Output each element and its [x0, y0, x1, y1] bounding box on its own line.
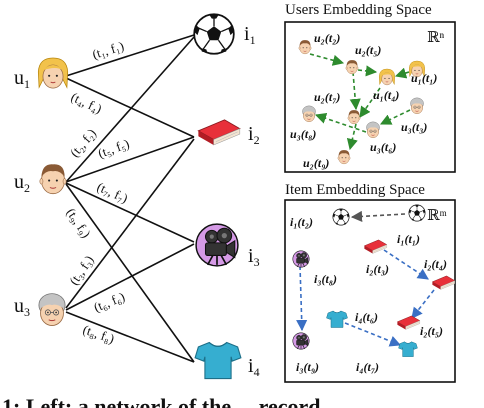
item-label-i4: i4 [248, 355, 260, 379]
u1-t4-avatar-icon [378, 68, 396, 86]
edge-u1-i1 [65, 34, 195, 77]
label-u2-t7: u₂(t₇) [314, 90, 340, 104]
edge-label-u3-i3: (t₆, f₆) [92, 289, 127, 315]
edge-u3-i4 [65, 311, 195, 363]
item-label-i2: i2 [248, 123, 260, 147]
label-u1-t1: u₁(t₁) [411, 71, 437, 85]
user-label-u1: u1 [14, 67, 30, 91]
edge-u2-i4 [65, 183, 195, 363]
label-u2-t2: u₂(t₂) [314, 31, 340, 45]
soccer-ball-icon [193, 13, 235, 55]
label-i2-t4: i₂(t₄) [424, 257, 447, 271]
edge-label-u2-i1: (t₂, f₂) [67, 126, 99, 160]
u2-t2-avatar-icon [298, 39, 312, 55]
item-embedding-space: Item Embedding Space ℝᵐ i₁(t₂) i₁(t₁) i₂… [284, 182, 456, 383]
i4-t7-shirt-icon [398, 341, 418, 357]
users-space-rn-label: ℝⁿ [427, 30, 444, 46]
edge-label-u3-i2: (t₃, f₃) [66, 253, 96, 288]
i1-t2-ball-icon [332, 208, 350, 226]
u3-t8-avatar-icon [302, 105, 316, 123]
graph-edges [65, 34, 195, 363]
edge-label-u2-i2: (t₅, f₅) [96, 136, 131, 161]
label-i2-t5: i₂(t₅) [420, 324, 443, 338]
label-i3-t8: i₃(t₈) [314, 272, 337, 286]
item-label-i1: i1 [244, 23, 256, 47]
label-u3-t8: u₃(t₈) [290, 127, 316, 141]
label-u2-t5: u₂(t₅) [355, 43, 381, 57]
u2-t5-avatar-icon [345, 59, 359, 75]
user-trajectories [309, 53, 411, 151]
item-space-rm-label: ℝᵐ [427, 208, 447, 224]
i2-t5-book-icon [397, 315, 421, 330]
t-shirt-icon [194, 341, 242, 380]
edge-u2-i2 [65, 136, 195, 183]
figure-caption: 1: Left: a network of the ... record [2, 394, 321, 408]
label-i4-t7: i₄(t₇) [356, 360, 379, 374]
i4-t6-shirt-icon [326, 310, 348, 328]
edge-u2-i3 [65, 182, 195, 243]
label-u3-t3: u₃(t₃) [401, 120, 427, 134]
user-label-u2: u2 [14, 171, 30, 195]
edge-label-u2-i3: (t₇, f₇) [95, 179, 130, 206]
movie-camera-icon [195, 223, 239, 267]
left-interaction-graph: u1 u2 u3 i1 i2 i3 i4 (t₁, f [14, 13, 260, 380]
label-u3-t6: u₃(t₆) [370, 140, 396, 154]
users-space-frame [284, 21, 456, 173]
users-space-labels: u₂(t₂) u₂(t₅) u₁(t₁) u₂(t₇) u₁(t₄) u₃(t₃… [290, 31, 437, 170]
label-u2-t9: u₂(t₉) [303, 156, 329, 170]
i1-t1-ball-icon [408, 204, 426, 222]
user-label-u3: u3 [14, 295, 30, 319]
users-space-title: Users Embedding Space [285, 2, 432, 18]
i2-t3-book-icon [364, 239, 388, 254]
u2-t9-avatar-icon [337, 149, 351, 165]
item-node-i1: i1 [193, 13, 256, 55]
edge-u3-i2 [65, 138, 195, 309]
label-i4-t6: i₄(t₆) [355, 310, 378, 324]
i3-t8-camera-icon [292, 250, 310, 268]
edge-labels: (t₁, f₁) (t₄, f₄) (t₂, f₂) (t₅, f₅) (t₇,… [64, 38, 132, 346]
edge-u3-i3 [65, 243, 195, 311]
label-i1-t1: i₁(t₁) [397, 232, 420, 246]
edge-label-u3-i4: (t₈, f₈) [81, 322, 116, 347]
grandma-avatar-icon [38, 293, 66, 327]
users-embedding-space: Users Embedding Space ℝⁿ u₂(t₂) u₂(t₅) [284, 2, 456, 173]
u2-t7-avatar-icon [347, 109, 361, 125]
label-i2-t3: i₂(t₃) [366, 262, 389, 276]
item-label-i3: i3 [248, 245, 260, 269]
item-space-title: Item Embedding Space [285, 182, 425, 198]
label-u1-t4: u₁(t₄) [373, 88, 399, 102]
item-space-frame [284, 199, 456, 383]
item-node-i3: i3 [195, 223, 260, 269]
item-space-labels: i₁(t₂) i₁(t₁) i₂(t₃) i₂(t₄) i₃(t₈) i₄(t₆… [290, 215, 447, 374]
i2-t4-book-icon [432, 275, 456, 290]
blonde-woman-avatar-icon [37, 57, 69, 89]
edge-label-u2-i4: (t₉, f₉) [64, 205, 94, 240]
edge-u1-i2 [65, 77, 195, 138]
item-node-i2: i2 [197, 119, 260, 147]
i3-t9-camera-icon [292, 332, 310, 350]
user-node-u2: u2 [14, 163, 67, 195]
book-icon [197, 119, 241, 146]
u3-t6-avatar-icon [366, 121, 380, 139]
item-trajectories [296, 210, 435, 347]
u3-t3-avatar-icon [410, 97, 424, 115]
label-i3-t9: i₃(t₉) [296, 360, 319, 374]
user-node-u1: u1 [14, 57, 69, 91]
boy-avatar-icon [39, 163, 67, 195]
label-i1-t2: i₁(t₂) [290, 215, 313, 229]
item-node-i4: i4 [194, 341, 260, 380]
edge-u2-i1 [65, 36, 195, 183]
user-node-u3: u3 [14, 293, 66, 327]
